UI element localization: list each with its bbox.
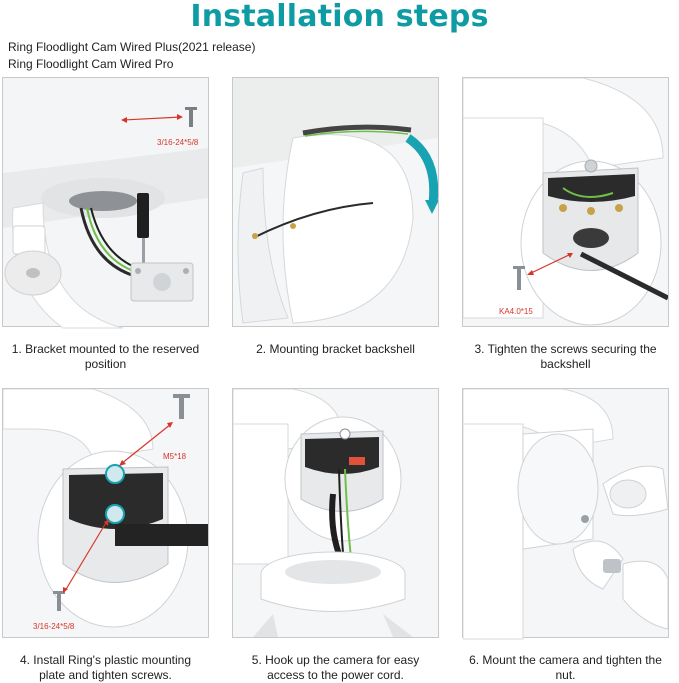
step-5-illustration xyxy=(233,389,438,637)
step-3-caption: 3. Tighten the screws securing the backs… xyxy=(474,342,657,371)
step-6-illustration xyxy=(463,389,668,640)
model-name-1: Ring Floodlight Cam Wired Plus(2021 rele… xyxy=(8,40,256,54)
model-name-2: Ring Floodlight Cam Wired Pro xyxy=(8,57,174,71)
step-3-image: KA4.0*15 3. Tighten the screws securing … xyxy=(462,77,669,371)
step-6-caption: 6. Mount the camera and tighten the nut. xyxy=(469,653,662,682)
step-1-image: 3/16-24*5/8 1. Bracket mounted to the re… xyxy=(2,77,209,371)
step-4-image: M5*18 3/16-24*5/8 4. Install Ring's plas… xyxy=(2,388,209,682)
step-2-caption: 2. Mounting bracket backshell xyxy=(256,342,415,356)
step-2-illustration xyxy=(233,78,438,326)
step-3-illustration: KA4.0*15 xyxy=(463,78,668,326)
step-4-caption: 4. Install Ring's plastic mounting plate… xyxy=(19,653,192,682)
step-5-caption: 5. Hook up the camera for easy access to… xyxy=(251,653,420,682)
step-3-screw-label: KA4.0*15 xyxy=(499,307,533,316)
step-1-screw-label: 3/16-24*5/8 xyxy=(157,138,199,147)
step-5-image: 5. Hook up the camera for easy access to… xyxy=(232,388,439,682)
step-1-caption: 1. Bracket mounted to the reserved posit… xyxy=(11,342,200,371)
step-4-screw-label: M5*18 xyxy=(163,452,187,461)
step-4-illustration: M5*18 3/16-24*5/8 xyxy=(3,389,208,637)
step-1-illustration: 3/16-24*5/8 xyxy=(3,78,208,329)
page-title: Installation steps xyxy=(190,0,489,34)
step-6-image: 6. Mount the camera and tighten the nut. xyxy=(462,388,669,682)
step-4-screw-label-2: 3/16-24*5/8 xyxy=(33,622,75,631)
step-2-image: 2. Mounting bracket backshell xyxy=(232,77,439,356)
